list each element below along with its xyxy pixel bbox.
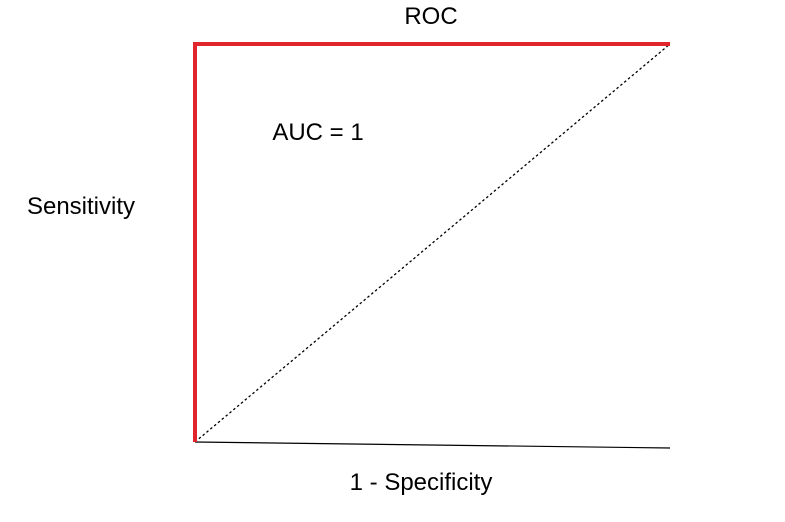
auc-annotation: AUC = 1 (272, 119, 363, 146)
roc-curve-line (193, 42, 670, 442)
x-axis-label: 1 - Specificity (350, 469, 493, 496)
reference-diagonal-line (194, 43, 671, 443)
chart-title: ROC (404, 3, 457, 30)
y-axis-label: Sensitivity (27, 193, 135, 220)
series-layer (193, 42, 671, 443)
x-axis-line (194, 441, 671, 449)
